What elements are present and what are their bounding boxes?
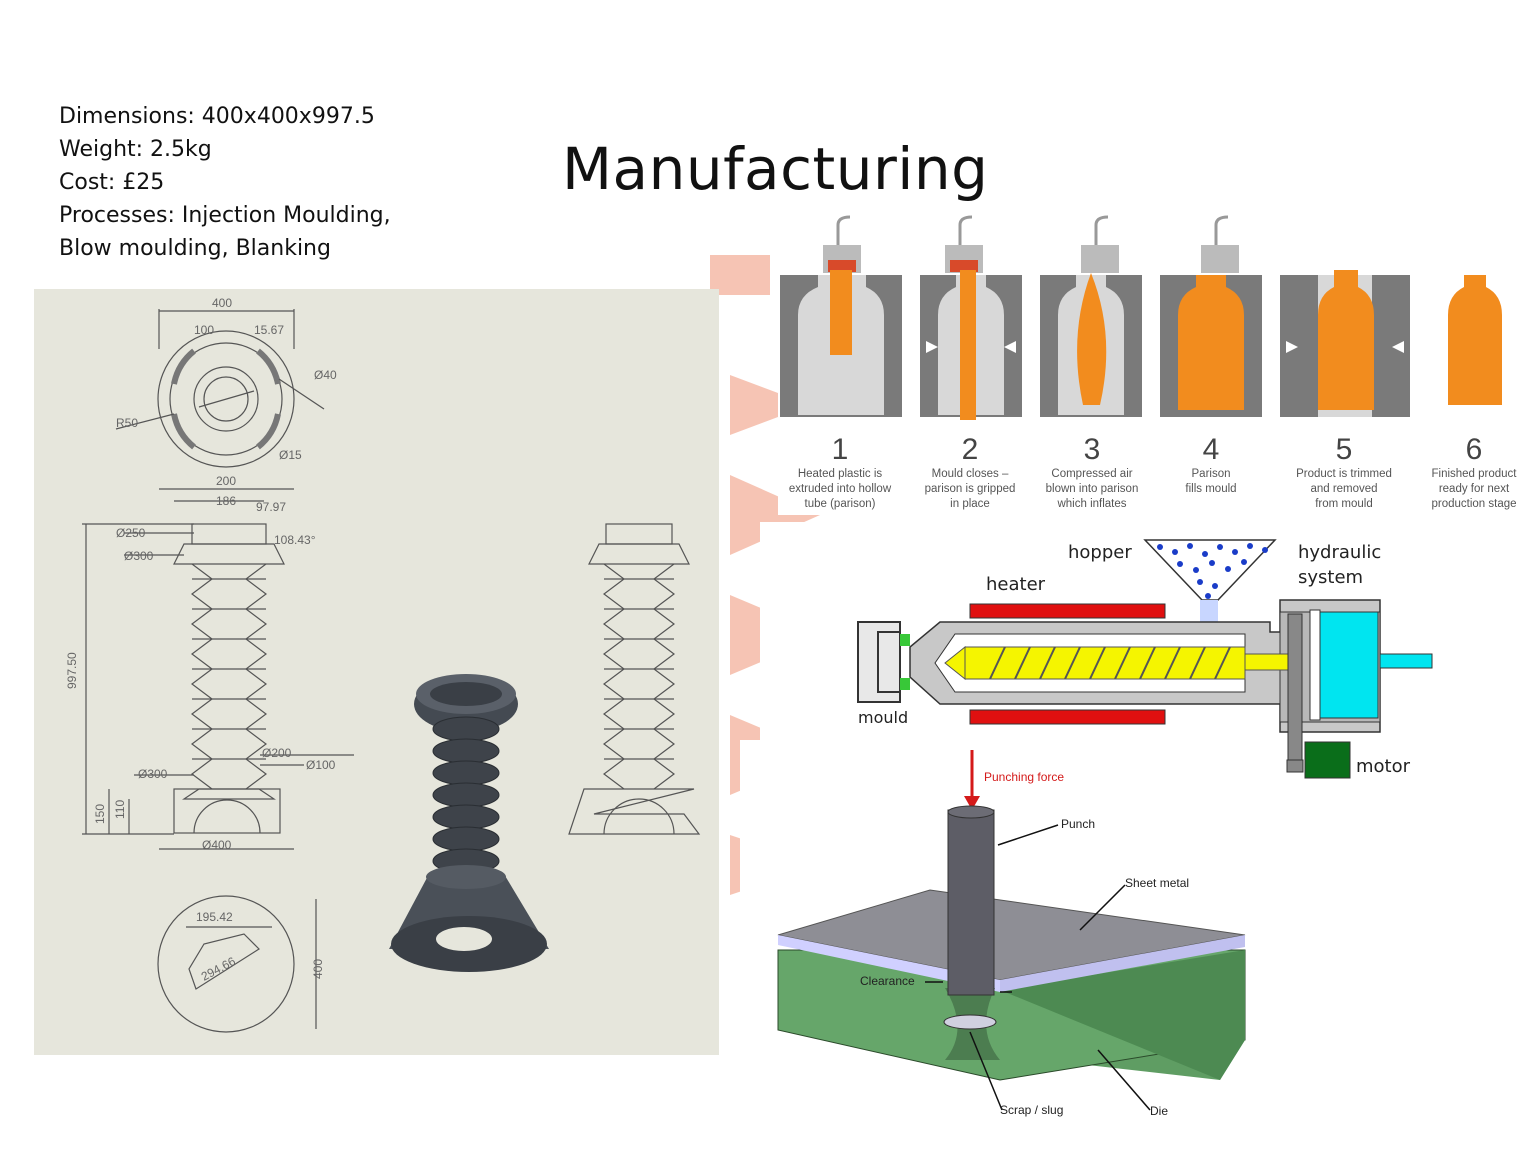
step-1-number: 1 — [831, 433, 849, 466]
mould-label: mould — [858, 708, 909, 727]
heater-label: heater — [986, 574, 1046, 595]
specs-block: Dimensions: 400x400x997.5 Weight: 2.5kg … — [59, 100, 479, 265]
punching-force-label: Punching force — [984, 770, 1065, 784]
step-4-graphic — [1160, 215, 1262, 417]
blanking-svg — [777, 750, 1246, 1111]
step-1-graphic — [780, 215, 902, 417]
dim-height: 997.50 — [65, 652, 79, 689]
die-label: Die — [1150, 1104, 1169, 1118]
step-5-graphic — [1280, 270, 1410, 417]
dim-195-42: 195.42 — [196, 910, 233, 924]
injection-moulding-svg — [857, 539, 1433, 779]
hopper-label: hopper — [1068, 542, 1132, 563]
dim-r50: R50 — [116, 416, 138, 430]
step-2-graphic — [920, 215, 1022, 420]
dim-top-width: 400 — [212, 296, 232, 310]
scrap-slug-label: Scrap / slug — [1000, 1103, 1064, 1117]
dim-100: 100 — [194, 323, 214, 337]
clearance-label: Clearance — [860, 974, 915, 988]
dim-150: 150 — [93, 804, 107, 824]
sheet-metal-label: Sheet metal — [1125, 876, 1190, 890]
dim-15-67: 15.67 — [254, 323, 284, 337]
blow-moulding-svg — [780, 215, 1502, 420]
system-label: system — [1298, 567, 1364, 588]
step-3-graphic — [1040, 215, 1142, 417]
step-3-number: 3 — [1083, 433, 1101, 466]
step-2-number: 2 — [961, 433, 979, 466]
dim-side-400: 400 — [311, 959, 325, 979]
dim-110: 110 — [113, 800, 127, 819]
dim-200: 200 — [216, 474, 236, 488]
part-3d-render — [389, 674, 549, 972]
dim-phi300-top: Ø300 — [124, 549, 154, 563]
drawing-svg: 400 100 15.67 Ø40 R50 Ø15 200 186 97.97 … — [65, 296, 701, 1033]
step-4-number: 4 — [1202, 433, 1220, 466]
slide-title: Manufacturing — [562, 135, 989, 203]
dim-108-43: 108.43° — [274, 533, 316, 547]
dim-phi250: Ø250 — [116, 526, 146, 540]
technical-drawing: 400 100 15.67 Ø40 R50 Ø15 200 186 97.97 … — [34, 289, 719, 1055]
dim-294-66: 294.66 — [199, 954, 238, 984]
step-5-number: 5 — [1335, 433, 1353, 466]
step-6-number: 6 — [1465, 433, 1483, 466]
dim-phi300-bottom: Ø300 — [138, 767, 168, 781]
spec-weight: Weight: 2.5kg — [59, 137, 212, 162]
dim-phi400: Ø400 — [202, 838, 232, 852]
dim-186: 186 — [216, 494, 236, 508]
dim-phi200: Ø200 — [262, 746, 292, 760]
spec-cost: Cost: £25 — [59, 170, 165, 195]
spec-dimensions: Dimensions: 400x400x997.5 — [59, 104, 375, 129]
spec-processes: Processes: Injection Moulding, — [59, 203, 391, 228]
dim-phi15: Ø15 — [279, 448, 302, 462]
dim-97-97: 97.97 — [256, 500, 286, 514]
blanking-diagram: Punching force Punch Sheet metal Clearan… — [740, 740, 1280, 1130]
punch-label: Punch — [1061, 817, 1096, 831]
hydraulic-label: hydraulic — [1298, 542, 1382, 563]
step-6-graphic — [1448, 275, 1502, 405]
dim-phi40: Ø40 — [314, 368, 337, 382]
dim-phi100: Ø100 — [306, 758, 336, 772]
motor-label: motor — [1356, 756, 1411, 777]
spec-processes-cont: Blow moulding, Blanking — [59, 236, 331, 261]
